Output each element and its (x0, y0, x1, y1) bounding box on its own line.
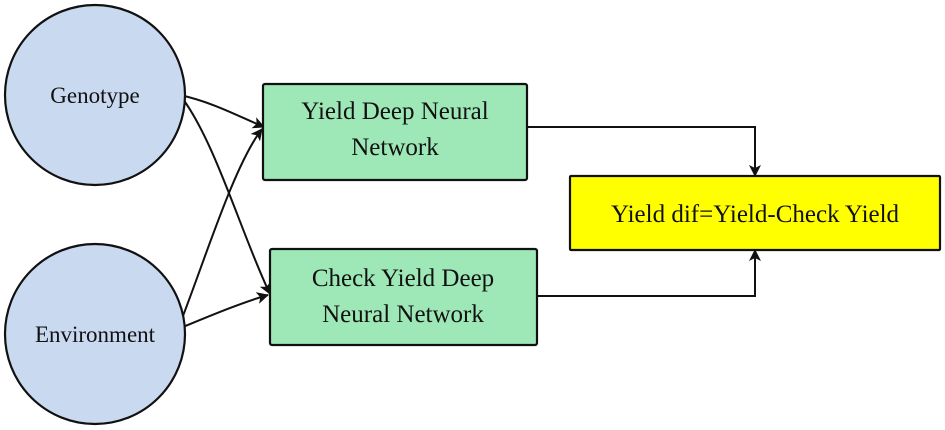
environment-node: Environment (3, 242, 187, 426)
yield-network-label-line-1: Yield Deep Neural (301, 98, 488, 125)
check-network-label-line-2: Neural Network (322, 301, 484, 328)
yield-network-label-line-2: Network (351, 134, 439, 161)
genotype-label: Genotype (50, 83, 139, 108)
genotype-circle (3, 3, 187, 187)
yield-difference-label: Yield dif=Yield-Check Yield (611, 201, 900, 228)
connectors (177, 94, 761, 330)
check-network-box (268, 247, 539, 347)
yield-network-node: Yield Deep Neural Network (261, 82, 529, 182)
check-network-node: Check Yield Deep Neural Network (268, 247, 539, 347)
yield-network-box (261, 82, 529, 182)
edge-genotype-to-check-network (179, 94, 271, 295)
edge-genotype-to-yield-network (179, 94, 265, 129)
check-network-label-line-1: Check Yield Deep (312, 265, 494, 292)
edge-environment-to-yield-network (177, 128, 263, 330)
environment-circle (3, 242, 187, 426)
environment-label: Environment (35, 322, 156, 347)
genotype-node: Genotype (3, 3, 187, 187)
edge-environment-to-check-network (177, 292, 269, 330)
edge-check-network-to-difference (537, 249, 761, 297)
edge-yield-network-to-difference (527, 126, 761, 177)
yield-difference-box (568, 174, 942, 252)
yield-difference-node: Yield dif=Yield-Check Yield (568, 174, 942, 252)
